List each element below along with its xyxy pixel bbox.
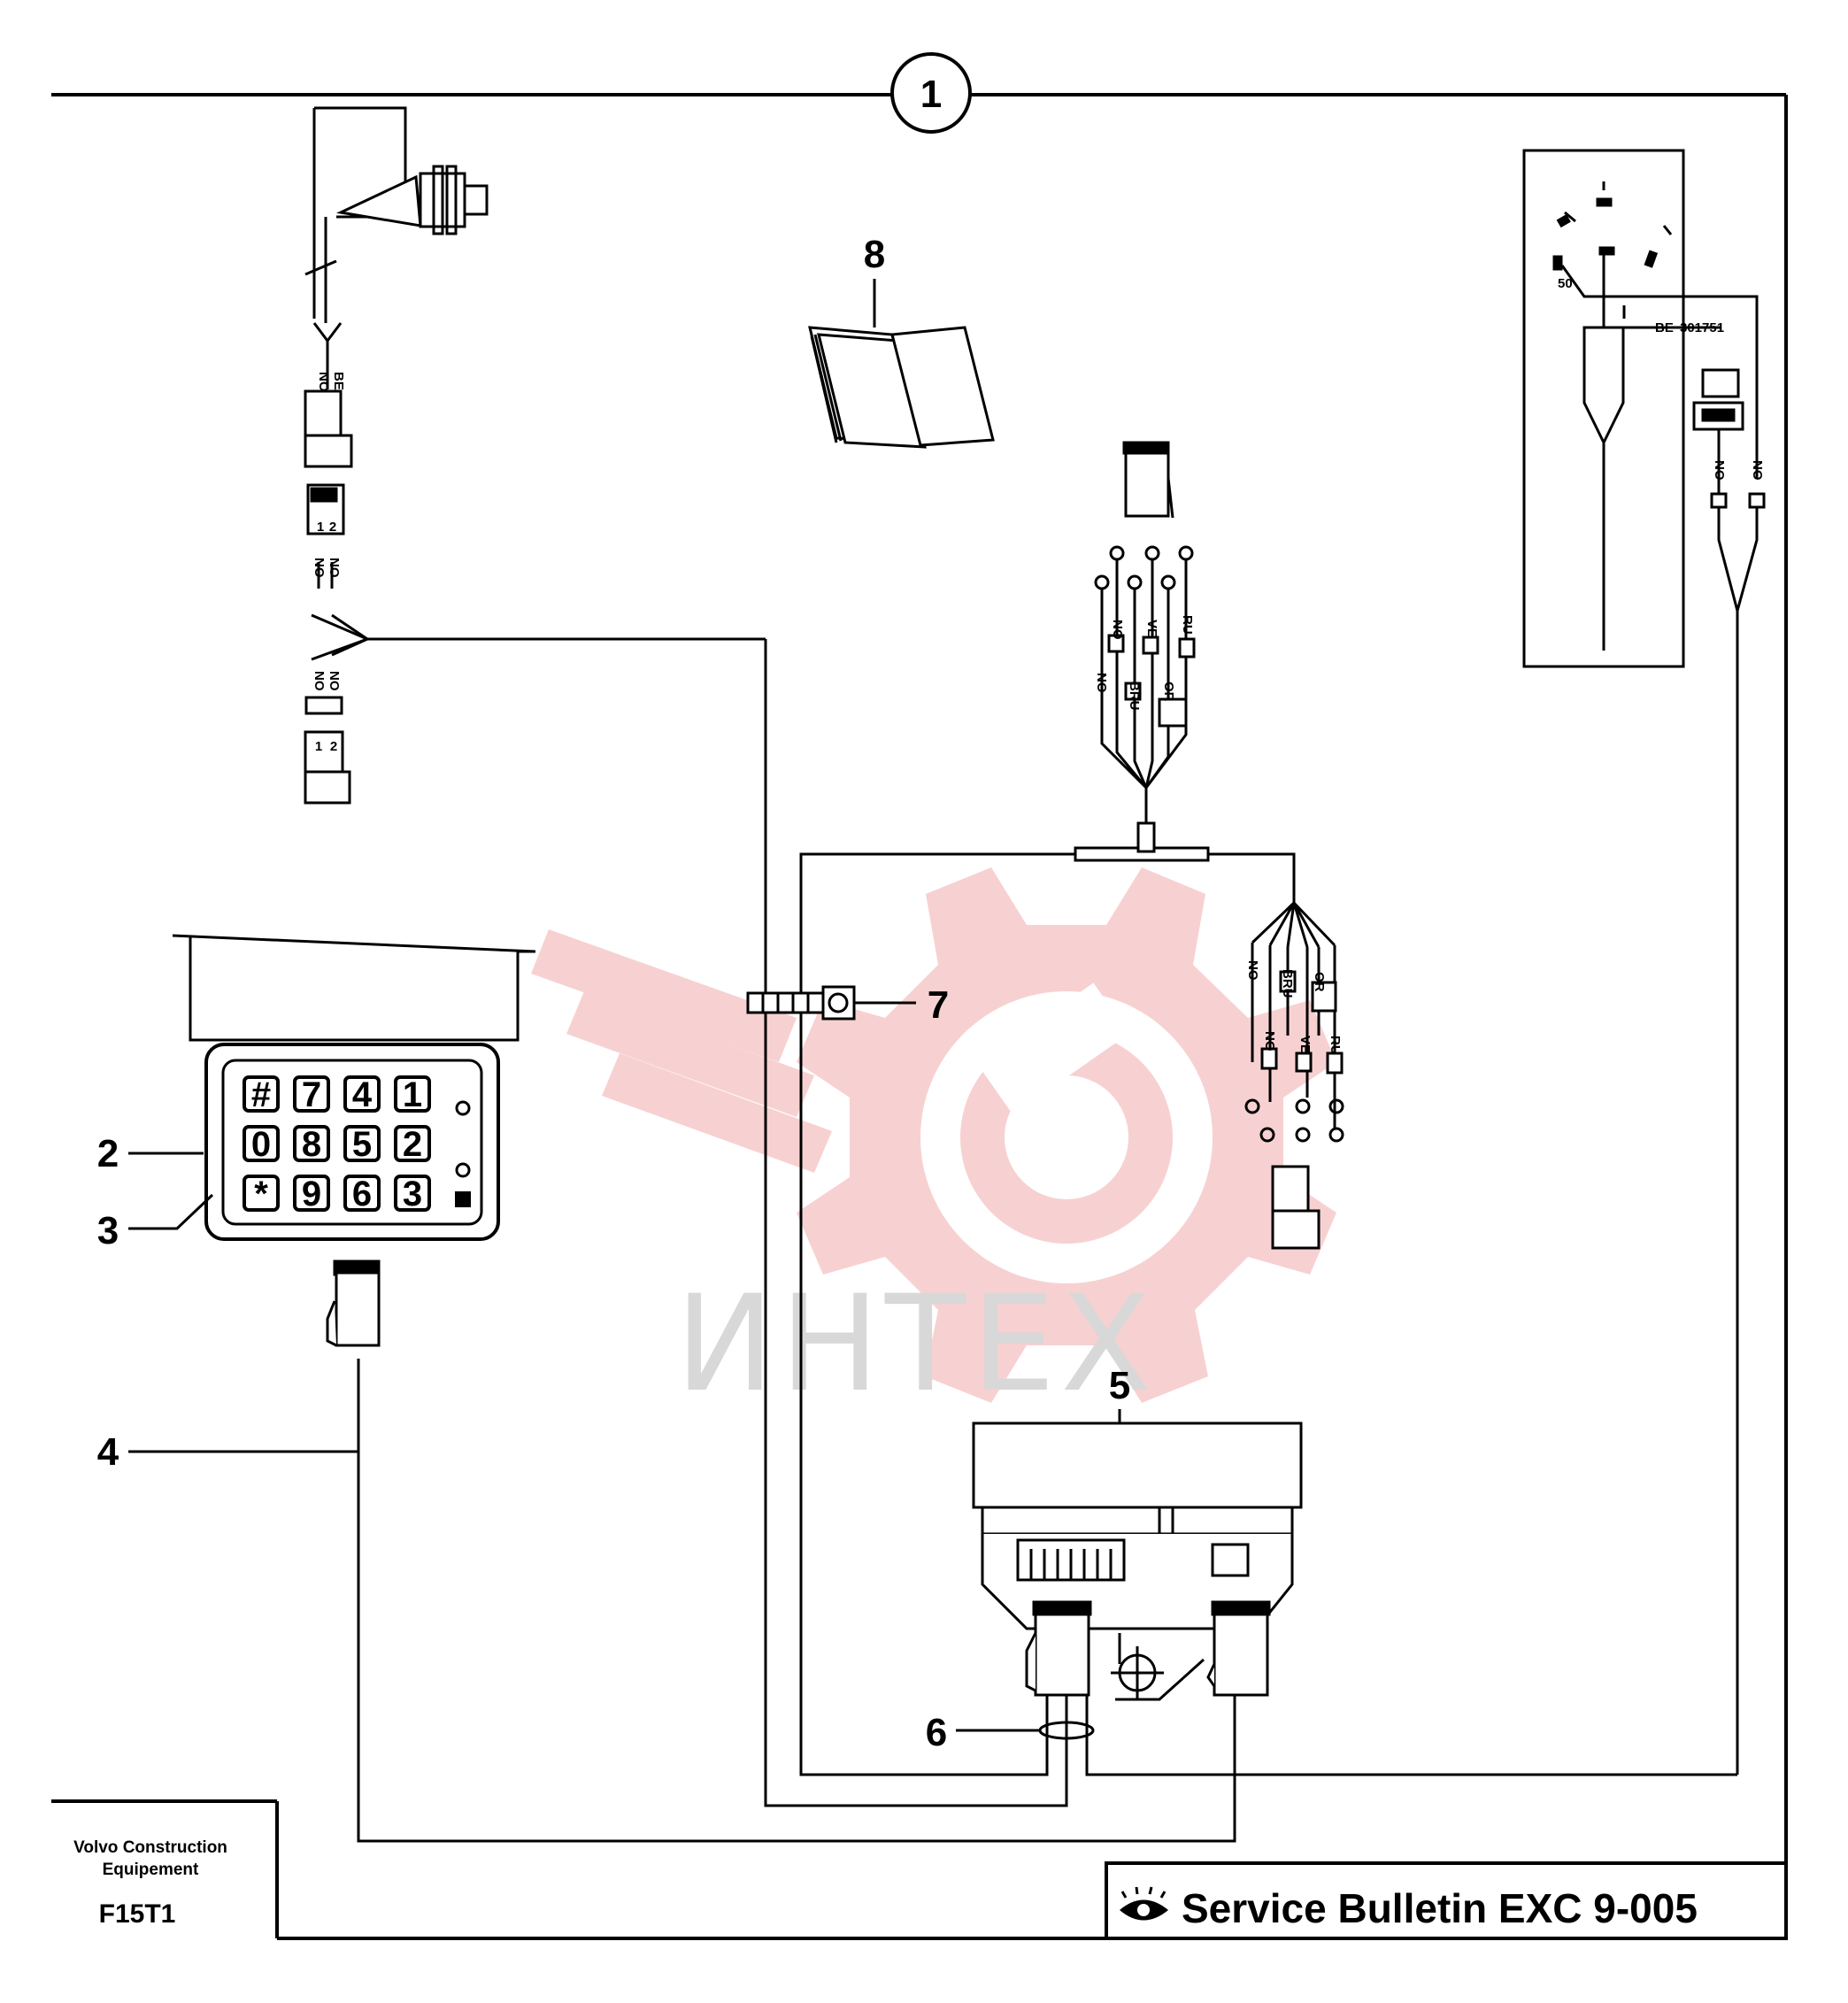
keypad-key-frame (244, 1077, 278, 1111)
keypad-key[interactable]: 3 (396, 1175, 429, 1213)
callout-2: 2 (97, 1132, 119, 1175)
keypad-key-label: 9 (302, 1175, 321, 1213)
harness-connector-lower (1246, 903, 1343, 1248)
callout-7: 7 (928, 983, 949, 1027)
control-unit (974, 1423, 1301, 1699)
watermark-text: ИНТЕХ (675, 1267, 1157, 1421)
keypad-key-label: 6 (352, 1175, 372, 1213)
keypad-key-frame (396, 1127, 429, 1160)
keypad-key-label: 1 (403, 1075, 422, 1114)
harness-lower-wire-codes: NO NO BRU VE OR RU (1245, 960, 1343, 1055)
keypad-key[interactable]: # (244, 1075, 278, 1114)
keypad-indicator (455, 1191, 471, 1207)
keypad-key[interactable]: 6 (345, 1175, 379, 1213)
wire-code-no-key-b: NO (1750, 460, 1765, 481)
svg-text:NO: NO (1110, 620, 1125, 640)
svg-text:VE: VE (1144, 620, 1159, 637)
keypad-key[interactable]: 0 (244, 1125, 278, 1164)
keypad-key-label: 7 (302, 1075, 321, 1114)
sensor-pin-labels: 1 2 1 2 NO BE NO NO NO NO (312, 372, 346, 754)
keypad-key-frame (295, 1127, 328, 1160)
svg-text:1: 1 (920, 73, 942, 116)
callout-4: 4 (97, 1430, 119, 1474)
keypad-led-lower (457, 1164, 469, 1176)
svg-text:VE: VE (1297, 1036, 1313, 1053)
svg-text:NO: NO (1262, 1031, 1277, 1052)
callout-1: 1 (892, 54, 970, 132)
callout-6: 6 (926, 1711, 947, 1754)
svg-text:OR: OR (1161, 682, 1176, 702)
svg-text:1: 1 (315, 739, 322, 754)
keypad-key-frame (345, 1127, 379, 1160)
keypad-key[interactable]: 5 (345, 1125, 379, 1164)
svg-text:NO: NO (327, 671, 342, 691)
harness-upper-wire-codes: NO NO VE RU OR BRU (1094, 615, 1195, 711)
keypad-key-frame (396, 1176, 429, 1210)
keypad-key-label: # (251, 1075, 271, 1114)
watermark-gear-logo (531, 867, 1336, 1403)
keypad-key-frame (244, 1176, 278, 1210)
eye-icon (1120, 1887, 1168, 1921)
keypad-key[interactable]: 4 (345, 1075, 379, 1114)
wire-code-no-key-a: NO (1712, 460, 1727, 481)
keypad-key-label: 2 (403, 1125, 422, 1164)
keypad-key[interactable]: 7 (295, 1075, 328, 1114)
keypad-key-label: 5 (352, 1125, 372, 1164)
callout-3: 3 (97, 1209, 119, 1252)
harness-connector-upper (1075, 443, 1208, 860)
keypad-key-label: 0 (251, 1125, 271, 1164)
bulletin-title: Service Bulletin EXC 9-005 (1182, 1885, 1698, 1931)
keypad-led-upper (457, 1102, 469, 1114)
svg-text:2: 2 (330, 739, 337, 754)
harness-trunk (358, 639, 1737, 1841)
drawing-code: F15T1 (99, 1899, 176, 1929)
maker-line-2: Equipement (103, 1860, 199, 1879)
wire-code-be-key: BE (1655, 320, 1674, 335)
svg-text:NO: NO (316, 372, 331, 392)
keypad-key[interactable]: 9 (295, 1175, 328, 1213)
maker-line-1: Volvo Construction (73, 1838, 227, 1857)
svg-text:NO: NO (327, 558, 342, 578)
keypad-key[interactable]: 8 (295, 1125, 328, 1164)
key-switch-panel (1524, 150, 1764, 1775)
svg-text:OR: OR (1312, 972, 1327, 992)
keypad-key-frame (396, 1077, 429, 1111)
keypad-key-label: 8 (302, 1125, 321, 1164)
svg-text:1: 1 (317, 520, 324, 535)
svg-text:BE: BE (331, 372, 346, 390)
keypad-connector (327, 1261, 379, 1345)
svg-text:NO: NO (312, 671, 327, 691)
drawing-frame (51, 95, 1786, 1938)
keypad-key-label: * (254, 1175, 268, 1213)
svg-text:NO: NO (1245, 960, 1260, 981)
svg-text:RU: RU (1180, 615, 1195, 635)
key-switch-part-number: 301751 (1680, 320, 1724, 335)
keypad-key-frame (345, 1176, 379, 1210)
svg-text:NO: NO (1094, 673, 1109, 693)
keypad-mount-plate (173, 936, 535, 1040)
svg-text:RU: RU (1328, 1036, 1343, 1055)
keypad-key[interactable]: 1 (396, 1075, 429, 1114)
cable-tie (748, 987, 916, 1019)
keypad-key[interactable]: * (244, 1175, 278, 1213)
svg-text:NO: NO (312, 558, 327, 578)
keypad-key-label: 3 (403, 1175, 422, 1213)
manual-book (810, 327, 993, 447)
key-switch-position-label: 50 (1558, 276, 1573, 291)
keypad-key-frame (295, 1176, 328, 1210)
keypad-key-label: 4 (352, 1075, 373, 1114)
svg-text:2: 2 (329, 520, 336, 535)
keypad-key-frame (295, 1077, 328, 1111)
svg-text:BRU: BRU (1280, 969, 1295, 998)
proximity-sensor-assembly (305, 108, 766, 803)
callout-8: 8 (864, 233, 885, 276)
callout-5: 5 (1109, 1364, 1130, 1407)
keypad-key[interactable]: 2 (396, 1125, 429, 1164)
svg-text:BRU: BRU (1127, 682, 1142, 711)
keypad-key-frame (345, 1077, 379, 1111)
keypad-key-frame (244, 1127, 278, 1160)
